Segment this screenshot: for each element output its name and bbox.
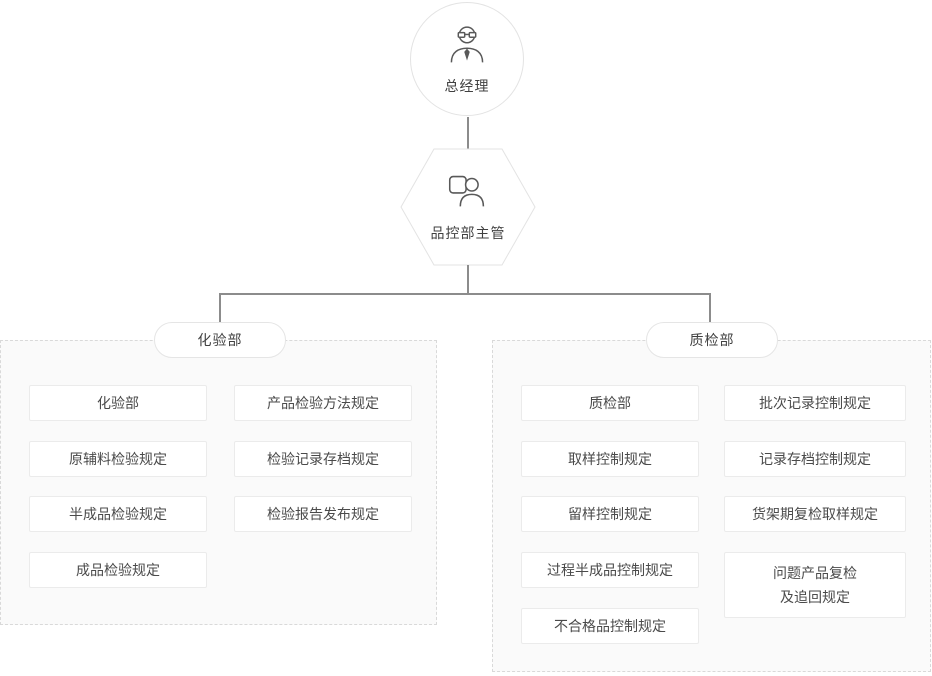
org-item: 化验部 (29, 385, 207, 421)
org-item: 原辅料检验规定 (29, 441, 207, 477)
ceo-label: 总经理 (444, 78, 490, 94)
org-item: 记录存档控制规定 (724, 441, 906, 477)
connector-left-drop (219, 293, 221, 323)
ceo-node: 总经理 (410, 2, 524, 116)
org-item: 检验报告发布规定 (234, 496, 412, 532)
connector-top (467, 117, 469, 149)
org-item: 成品检验规定 (29, 552, 207, 588)
org-item: 取样控制规定 (521, 441, 699, 477)
connector-horizontal (219, 293, 711, 295)
lab-panel: 化验部 原辅料检验规定 半成品检验规定 成品检验规定 产品检验方法规定 检验记录… (0, 340, 437, 625)
supervisor-node: 品控部主管 (400, 148, 536, 266)
org-item: 货架期复检取样规定 (724, 496, 906, 532)
qc-panel: 质检部 取样控制规定 留样控制规定 过程半成品控制规定 不合格品控制规定 批次记… (492, 340, 931, 672)
org-item: 不合格品控制规定 (521, 608, 699, 644)
connector-right-drop (709, 293, 711, 323)
connector-middle (467, 265, 469, 293)
org-item: 产品检验方法规定 (234, 385, 412, 421)
org-item: 留样控制规定 (521, 496, 699, 532)
team-icon (443, 171, 493, 211)
org-item: 批次记录控制规定 (724, 385, 906, 421)
org-item: 半成品检验规定 (29, 496, 207, 532)
branch-label-qc: 质检部 (646, 322, 778, 358)
manager-icon (445, 22, 489, 68)
branch-label-lab: 化验部 (154, 322, 286, 358)
org-item: 质检部 (521, 385, 699, 421)
org-item: 过程半成品控制规定 (521, 552, 699, 588)
org-item: 问题产品复检 及追回规定 (724, 552, 906, 618)
supervisor-label: 品控部主管 (430, 225, 506, 241)
org-item: 检验记录存档规定 (234, 441, 412, 477)
